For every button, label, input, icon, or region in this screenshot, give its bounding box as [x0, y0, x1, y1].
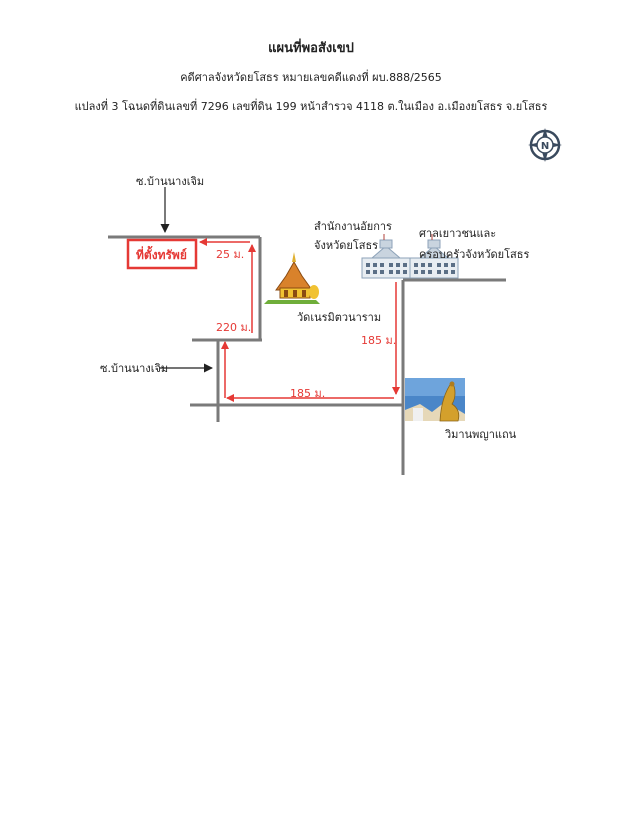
temple-label: วัดเนรมิตวนาราม — [297, 311, 382, 324]
distance-185m-horizontal: 185 ม. — [290, 387, 326, 400]
page-title: แผนที่พอสังเขป — [268, 41, 354, 56]
prosecutor-label-line2: จังหวัดยโสธร — [314, 239, 379, 252]
case-number: คดีศาลจังหวัดยโสธร หมายเลขคดีแดงที่ ผบ.8… — [180, 71, 442, 84]
temple-icon — [264, 252, 320, 304]
compass-icon — [528, 128, 562, 162]
court-building-icon — [409, 234, 459, 279]
compass-letter: N — [541, 141, 549, 152]
distance-185m-vertical: 185 ม. — [361, 334, 397, 347]
route — [199, 238, 400, 402]
property-box — [126, 238, 198, 270]
soi-label-top: ซ.บ้านนางเจิม — [136, 175, 205, 188]
phaya-thaen-landmark-icon — [405, 378, 465, 422]
prosecutor-building-icon — [361, 234, 411, 279]
distance-25m: 25 ม. — [216, 248, 245, 261]
parcel-details: แปลงที่ 3 โฉนดที่ดินเลขที่ 7296 เลขที่ดิ… — [74, 100, 548, 113]
distance-220m: 220 ม. — [216, 321, 252, 334]
court-label-line1: ศาลเยาวชนและ — [419, 227, 497, 240]
roads — [108, 235, 506, 475]
soi-label-left: ซ.บ้านนางเจิม — [100, 362, 169, 375]
court-label-line2: ครอบครัวจังหวัดยโสธร — [419, 248, 530, 261]
landmark-label: วิมานพญาแถน — [445, 428, 517, 441]
property-label: ที่ตั้งทรัพย์ — [136, 248, 187, 262]
prosecutor-label-line1: สำนักงานอัยการ — [314, 220, 392, 233]
